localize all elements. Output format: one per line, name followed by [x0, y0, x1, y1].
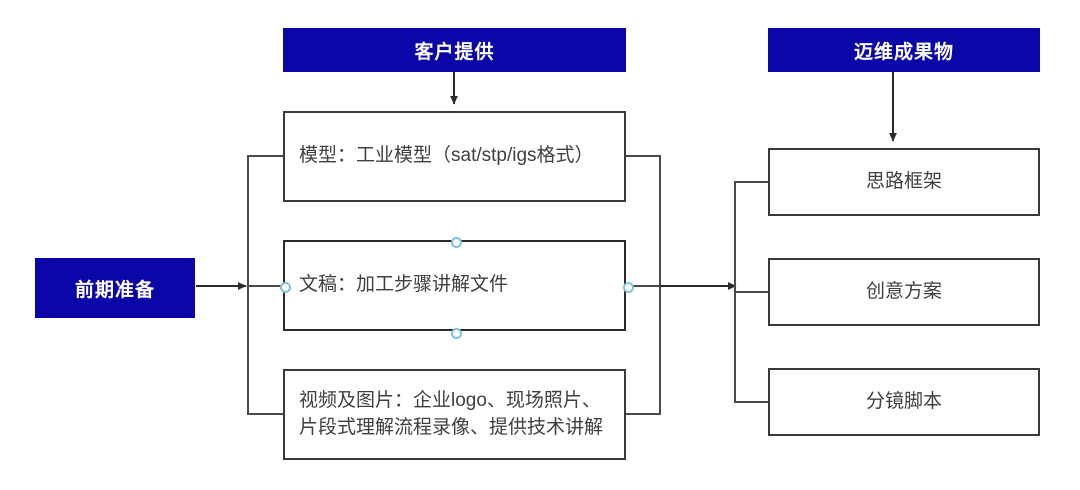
selection-handle-left[interactable]	[279, 282, 291, 293]
node-output-storyboard-label: 分镜脚本	[865, 390, 942, 412]
node-header-deliverables-label: 迈维成果物	[853, 41, 954, 63]
node-header-customer-provides-label: 客户提供	[414, 41, 495, 63]
node-output-framework[interactable]: 思路框架	[768, 148, 1040, 216]
node-input-document-label: 文稿：加工步骤讲解文件	[299, 274, 509, 296]
node-output-framework-label: 思路框架	[865, 170, 942, 192]
selection-handle-bottom[interactable]	[451, 327, 462, 339]
node-input-video-images[interactable]: 视频及图片：企业logo、现场照片、片段式理解流程录像、提供技术讲解	[283, 369, 626, 460]
node-input-model[interactable]: 模型：工业模型（sat/stp/igs格式）	[283, 111, 626, 202]
node-output-storyboard[interactable]: 分镜脚本	[768, 368, 1040, 436]
selection-handle-top[interactable]	[451, 236, 462, 248]
node-header-deliverables[interactable]: 迈维成果物	[768, 28, 1040, 72]
node-output-creative-plan-label: 创意方案	[865, 280, 942, 302]
node-header-customer-provides[interactable]: 客户提供	[283, 28, 626, 72]
node-output-creative-plan[interactable]: 创意方案	[768, 258, 1040, 326]
node-input-model-label: 模型：工业模型（sat/stp/igs格式）	[299, 145, 594, 167]
node-start-preparation-label: 前期准备	[74, 279, 155, 301]
output-left-bracket	[734, 181, 768, 403]
node-input-video-images-label: 视频及图片：企业logo、现场照片、片段式理解流程录像、提供技术讲解	[299, 390, 604, 438]
input-left-bracket	[247, 155, 283, 415]
node-input-document[interactable]: 文稿：加工步骤讲解文件	[279, 236, 634, 339]
selection-handle-right[interactable]	[622, 282, 634, 293]
node-start-preparation[interactable]: 前期准备	[35, 258, 195, 318]
